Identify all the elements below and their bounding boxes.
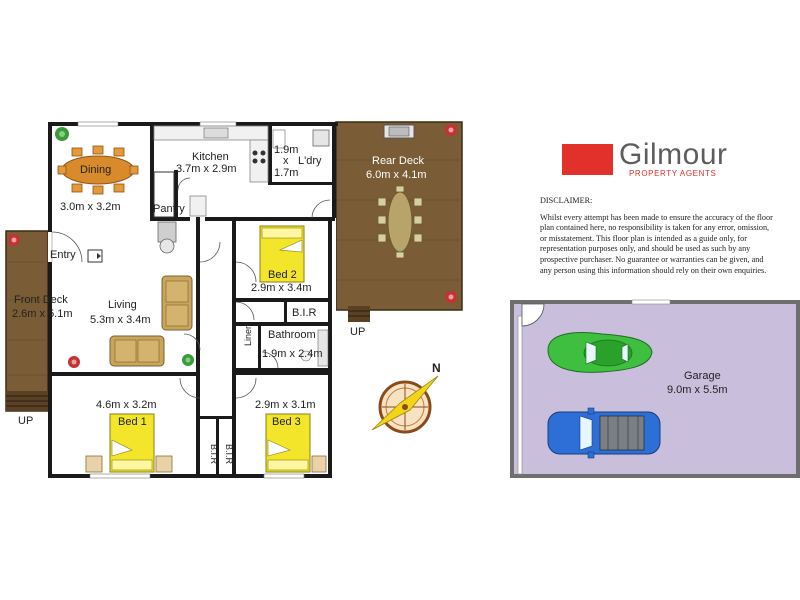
- compass-icon: [371, 375, 439, 434]
- garage-label: Garage: [684, 370, 721, 382]
- front-deck-label: Front Deck: [14, 294, 68, 306]
- dining-label: Dining: [80, 164, 111, 176]
- plant-icon: [8, 124, 457, 368]
- gilmour-logo: Gilmour PROPERTY AGENTS: [562, 138, 742, 180]
- logo-red-square: [562, 144, 613, 175]
- kitchen-label: Kitchen: [192, 151, 229, 163]
- dining-size: 3.0m x 3.2m: [60, 201, 121, 213]
- laundry-size-w: 1.9m: [274, 144, 298, 156]
- rear-deck-size: 6.0m x 4.1m: [366, 169, 427, 181]
- pantry-box: [153, 171, 175, 218]
- sofa-bottom: [109, 335, 165, 367]
- bed2-bir-label: B.I.R: [292, 307, 317, 319]
- kitchen-size: 3.7m x 2.9m: [176, 163, 237, 175]
- door-swings: [51, 177, 331, 399]
- living-label: Living: [108, 299, 137, 311]
- rear-deck-label: Rear Deck: [372, 155, 424, 167]
- bed1-label: Bed 1: [118, 416, 147, 428]
- up-rear-label: UP: [350, 326, 365, 338]
- entry-arrow-icon: [87, 249, 103, 263]
- bed2-label: Bed 2: [268, 269, 297, 281]
- laundry-size-x: x: [283, 155, 289, 167]
- laundry-size-h: 1.7m: [274, 167, 298, 179]
- outdoor-table: [377, 185, 423, 259]
- green-car-icon: [547, 332, 653, 373]
- bir-b-label: B.I.R: [224, 444, 234, 465]
- sofa-right: [161, 275, 193, 331]
- up-front-label: UP: [18, 415, 33, 427]
- tv-unit: [157, 221, 177, 254]
- logo-tagline: PROPERTY AGENTS: [629, 169, 717, 178]
- entry-label: Entry: [50, 249, 76, 261]
- bathroom-size: 1.9m x 2.4m: [262, 348, 323, 360]
- laundry-label: L'dry: [298, 155, 322, 167]
- bed3-size: 2.9m x 3.1m: [255, 399, 316, 411]
- front-deck: [5, 230, 49, 412]
- bed2-size: 2.9m x 3.4m: [251, 282, 312, 294]
- bed3-label: Bed 3: [272, 416, 301, 428]
- dining-table: [57, 145, 139, 195]
- compass-north-label: N: [432, 361, 441, 375]
- bathroom-label: Bathroom: [268, 329, 316, 341]
- disclaimer-heading: DISCLAIMER:: [540, 196, 593, 205]
- logo-name: Gilmour: [619, 138, 728, 171]
- bir-a-label: B.I.R: [209, 444, 219, 465]
- disclaimer: DISCLAIMER: Whilst every attempt has bee…: [540, 196, 775, 276]
- garage-size: 9.0m x 5.5m: [667, 384, 728, 396]
- bed-3: [265, 413, 327, 473]
- front-deck-size: 2.6m x 5.1m: [12, 308, 73, 320]
- bbq: [383, 124, 415, 139]
- disclaimer-body: Whilst every attempt has been made to en…: [540, 212, 773, 275]
- bathroom-fixtures: [300, 329, 329, 367]
- bed-1: [85, 413, 173, 473]
- living-size: 5.3m x 3.4m: [90, 314, 151, 326]
- bed-2: [259, 225, 305, 283]
- bed1-size: 4.6m x 3.2m: [96, 399, 157, 411]
- linen-label: Linen: [243, 324, 253, 346]
- blue-car-icon: [547, 407, 661, 459]
- kitchen-counters: [153, 125, 330, 217]
- pantry-label: Pantry: [153, 203, 185, 215]
